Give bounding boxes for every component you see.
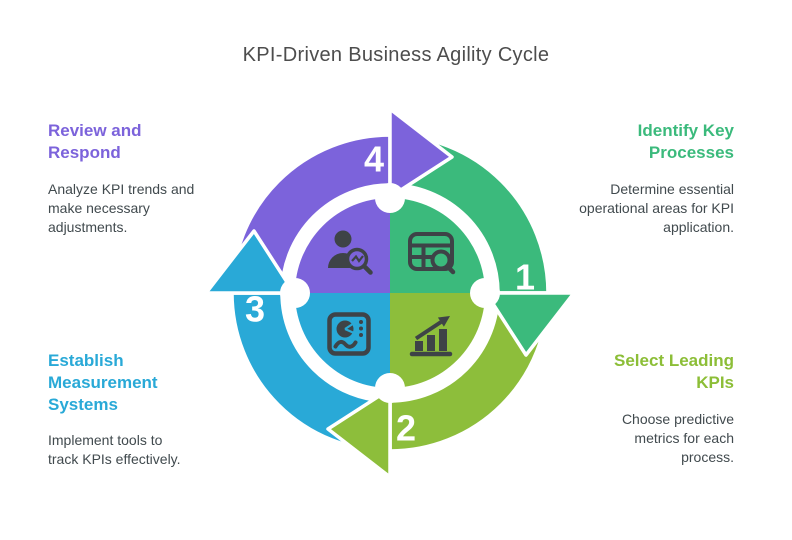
notch-right <box>470 278 500 308</box>
dashboard-pie-icon <box>327 312 371 356</box>
step-1-heading: Identify Key Processes <box>637 121 734 162</box>
step-2-heading: Select Leading KPIs <box>614 351 734 392</box>
step-4-heading: Review and Respond <box>48 121 142 162</box>
table-search-icon <box>408 232 456 275</box>
step-4-body: Analyze KPI trends and make necessary ad… <box>48 180 195 235</box>
step-3-body: Implement tools to track KPIs effectivel… <box>48 432 181 468</box>
step-1-body: Determine essential operational areas fo… <box>579 180 734 235</box>
step-2-body: Choose predictive metrics for each proce… <box>621 410 734 465</box>
step-3-number: 3 <box>245 289 265 330</box>
step-1-text-block: Identify Key Processes Determine essenti… <box>572 120 734 237</box>
notch-bottom <box>375 373 405 403</box>
notch-left <box>280 278 310 308</box>
arrow-head-step-4 <box>388 107 454 199</box>
arrow-head-step-3 <box>204 229 296 295</box>
step-3-heading: Establish Measurement Systems <box>48 351 158 414</box>
step-4-text-block: Review and Respond Analyze KPI trends an… <box>48 120 198 237</box>
step-3-text-block: Establish Measurement Systems Implement … <box>48 350 188 469</box>
bar-chart-growth-icon <box>409 316 453 357</box>
step-1-number: 1 <box>515 257 535 298</box>
arrow-head-step-2 <box>326 387 392 479</box>
inner-quadrant-step-2 <box>390 293 485 388</box>
step-2-number: 2 <box>396 408 416 449</box>
page-title: KPI-Driven Business Agility Cycle <box>242 44 550 66</box>
cycle-diagram: 1 2 3 4 <box>204 107 576 479</box>
step-2-text-block: Select Leading KPIs Choose predictive me… <box>579 350 734 467</box>
person-analytics-icon <box>328 230 373 275</box>
notch-top <box>375 183 405 213</box>
arrow-head-step-1 <box>484 291 576 357</box>
step-4-number: 4 <box>364 139 384 180</box>
